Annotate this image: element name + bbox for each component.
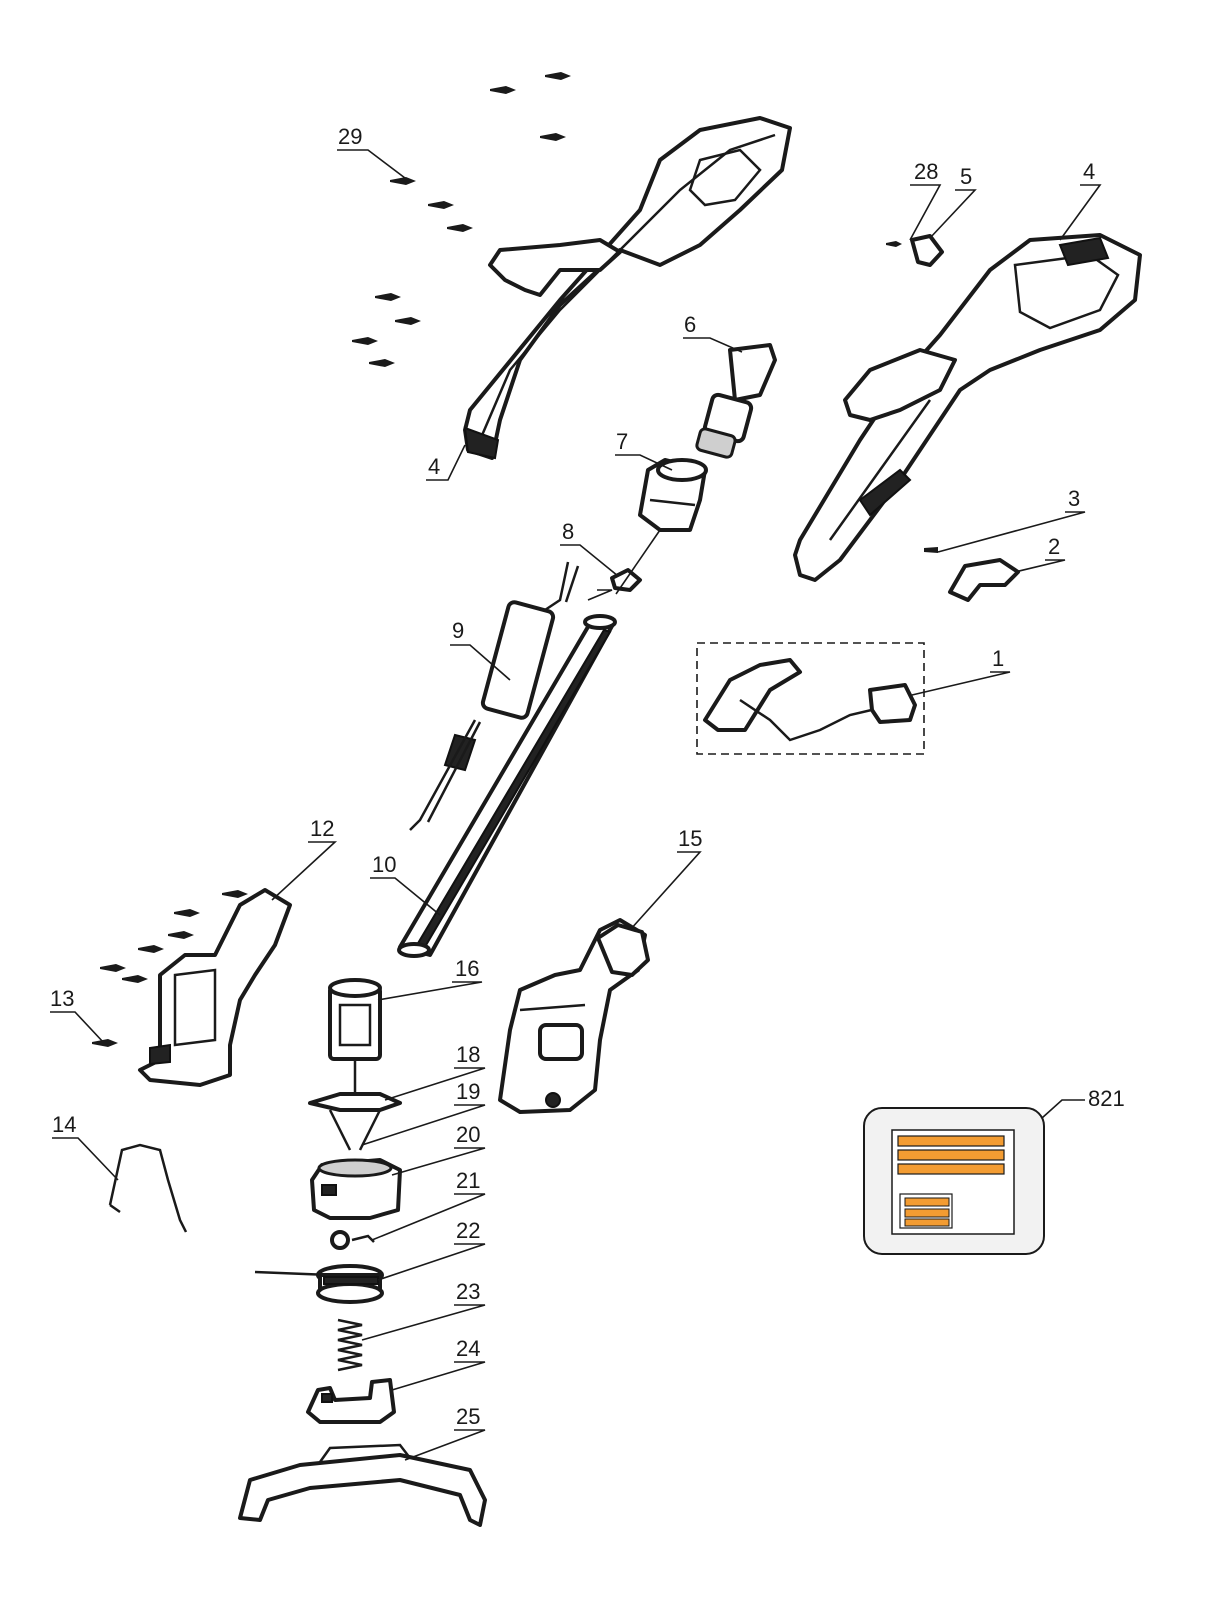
part-9-wire-harness: [409, 561, 580, 831]
part-1-cable-assembly: [696, 642, 925, 755]
label-13: 13: [50, 986, 74, 1011]
label-2: 2: [1048, 534, 1060, 559]
handle-housing-left: [463, 116, 792, 460]
label-6: 6: [684, 312, 696, 337]
label-23: 23: [456, 1279, 480, 1304]
part-2-trigger: [948, 558, 1020, 602]
part-821-label: [863, 1107, 1045, 1255]
screws-12-13: [92, 890, 248, 1047]
part-18-plate: [308, 1092, 402, 1112]
label-9: 9: [452, 618, 464, 643]
part-23-spring: [337, 1318, 363, 1372]
label-14: 14: [52, 1112, 76, 1137]
label-24: 24: [456, 1336, 480, 1361]
label-10: 10: [372, 852, 396, 877]
label-19: 19: [456, 1079, 480, 1104]
label-28: 28: [914, 159, 938, 184]
part-28-screw: [886, 241, 902, 247]
label-12: 12: [310, 816, 334, 841]
label-4-right: 4: [1083, 159, 1095, 184]
label-15: 15: [678, 826, 702, 851]
part-20-spool-housing: [310, 1158, 402, 1220]
label-22: 22: [456, 1218, 480, 1243]
label-5: 5: [960, 164, 972, 189]
label-8: 8: [562, 519, 574, 544]
part-5-switch-lock: [910, 234, 944, 267]
label-25: 25: [456, 1404, 480, 1429]
part-12-motor-housing-left: [138, 888, 292, 1087]
part-14-edge-guard: [108, 1143, 188, 1233]
part-10-shaft-tube: [397, 614, 617, 958]
label-16: 16: [455, 956, 479, 981]
label-7: 7: [616, 429, 628, 454]
label-29: 29: [338, 124, 362, 149]
part-22-spool: [254, 1264, 384, 1304]
label-1: 1: [992, 646, 1004, 671]
part-24-spool-cap: [306, 1378, 396, 1424]
label-21: 21: [456, 1168, 480, 1193]
part-16-motor: [328, 978, 382, 1098]
label-4-left: 4: [428, 454, 440, 479]
part-3-pin: [924, 547, 938, 553]
screws-29: [352, 72, 571, 367]
part-21-washer: [330, 1230, 375, 1250]
label-821: 821: [1088, 1086, 1125, 1111]
label-18: 18: [456, 1042, 480, 1067]
part-number-labels: 29 28 5 4 4 6 7 8 3 2 9 1 12 15 10 16 13…: [50, 124, 1125, 1429]
label-3: 3: [1068, 486, 1080, 511]
part-7-collar: [638, 458, 708, 532]
part-6-connector: [695, 343, 777, 459]
handle-housing-right: [793, 233, 1142, 582]
label-20: 20: [456, 1122, 480, 1147]
part-19-shaft: [328, 1109, 382, 1151]
leader-lines: [50, 149, 1102, 1461]
part-25-guard: [238, 1443, 487, 1527]
part-15-motor-housing-right: [498, 918, 650, 1114]
